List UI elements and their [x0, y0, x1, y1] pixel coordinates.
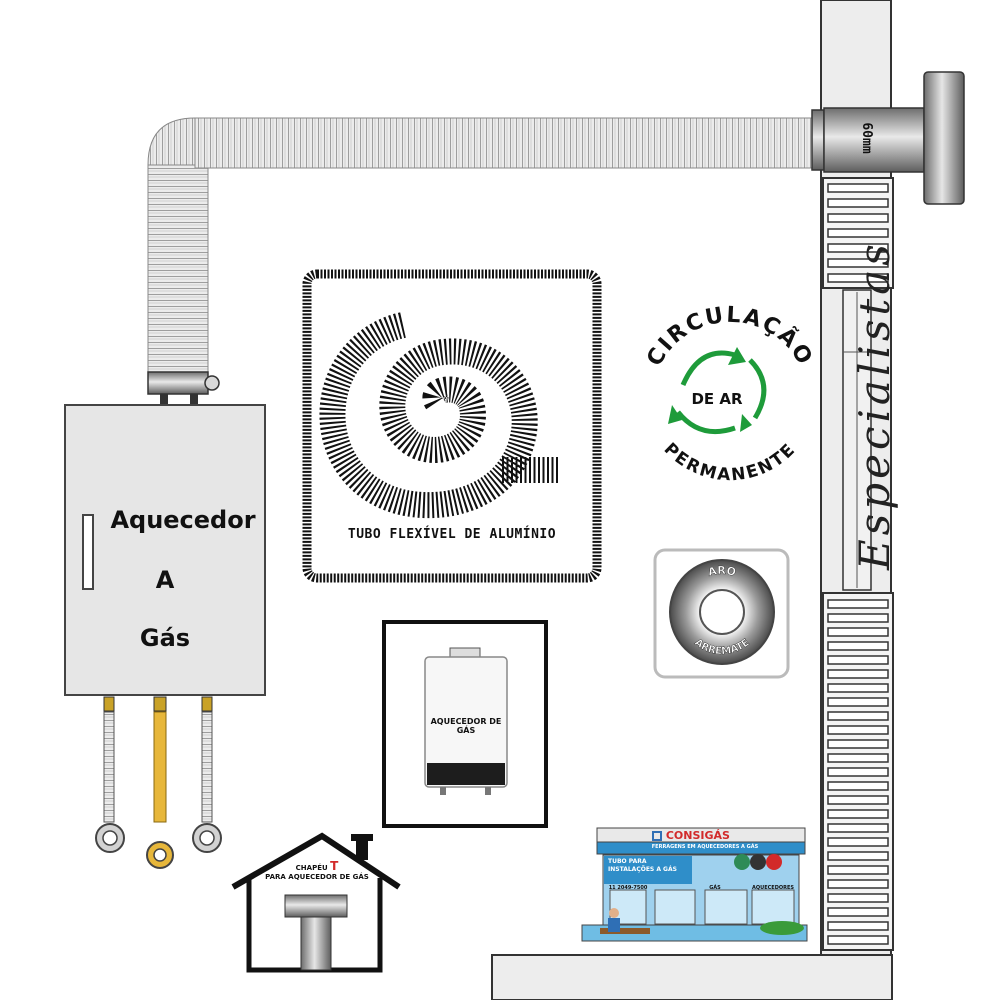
- grille-slat: [827, 655, 889, 665]
- circulation-bottom-text: PERMANENTE: [660, 439, 800, 485]
- grille-slat: [827, 697, 889, 707]
- grille-slat: [827, 258, 889, 268]
- floor-slab: [491, 954, 893, 1000]
- grille-slat: [827, 879, 889, 889]
- vertical-pipe: [842, 289, 872, 591]
- tube-box-caption-wrap: TUBO FLEXÍVEL DE ALUMÍNIO: [312, 527, 592, 547]
- grille-slat: [827, 599, 889, 609]
- store-brand: CONSIGÁS: [665, 829, 730, 842]
- aro-bottom-text: ARREMATE: [692, 637, 751, 657]
- grille-slat: [827, 198, 889, 208]
- tube-box-frame: [302, 269, 602, 583]
- grille-slat: [827, 795, 889, 805]
- store-section-gas: GÁS: [709, 885, 721, 891]
- grille-slat: [827, 273, 889, 283]
- chimney-pipe: [811, 107, 925, 173]
- water-hose-left: [95, 696, 125, 853]
- pipe-size-label: 60mm: [854, 108, 878, 168]
- grille-slat: [827, 228, 889, 238]
- store-phone: 11 2049-7500: [608, 885, 648, 891]
- grille-slat: [827, 935, 889, 945]
- recycle-arrows-icon: [668, 347, 767, 435]
- grille-slat: [827, 767, 889, 777]
- grille-slat: [827, 809, 889, 819]
- heater-label-line2: A: [155, 566, 175, 594]
- grille-slat: [827, 183, 889, 193]
- heater-handle: [82, 514, 94, 590]
- flexible-duct: [147, 117, 816, 376]
- water-hose-right: [192, 696, 222, 853]
- grille-slat: [827, 851, 889, 861]
- ventilation-grille-upper: [822, 177, 894, 289]
- grille-slat: [827, 865, 889, 875]
- gas-hose-center: [146, 696, 174, 869]
- aro-arremate-ring: [653, 548, 790, 679]
- store-banner: TUBO PARA INSTALAÇÕES A GÁS: [604, 858, 696, 874]
- grille-slat: [827, 683, 889, 693]
- aro-top-text: ARO: [707, 564, 737, 579]
- grille-slat: [827, 893, 889, 903]
- grille-slat: [827, 669, 889, 679]
- grille-slat: [827, 823, 889, 833]
- store-tagline: FERRAGENS EM AQUECEDORES A GÁS: [651, 844, 759, 850]
- grille-slat: [827, 243, 889, 253]
- gas-heater-unit: Aquecedor A Gás: [64, 404, 266, 696]
- chapeu-t-icon: [284, 894, 348, 971]
- store-banner-line2: INSTALAÇÕES A GÁS: [608, 866, 677, 873]
- ventilation-grille-lower: [822, 592, 894, 951]
- grille-slat: [827, 837, 889, 847]
- aro-badge-text: ARO ARREMATE: [692, 564, 752, 658]
- grille-slat: [827, 753, 889, 763]
- store-brand-logo: CONSIGÁS: [652, 829, 762, 843]
- grille-slat: [827, 725, 889, 735]
- heater-label-line3: Gás: [139, 624, 191, 652]
- grille-slat: [827, 613, 889, 623]
- chapeu-line2: PARA AQUECEDOR DE GÁS: [265, 873, 369, 881]
- circulation-top-text: CIRCULAÇÃO: [642, 303, 818, 371]
- signature-text: Especialistas: [850, 240, 899, 570]
- circulation-center-text: DE AR: [691, 390, 743, 408]
- heater-label-line1: Aquecedor: [110, 506, 256, 534]
- chapeu-line1: CHAPÉU: [295, 864, 328, 872]
- chapeu-highlight: T: [330, 859, 339, 873]
- grille-slat: [827, 921, 889, 931]
- grille-slat: [827, 781, 889, 791]
- pipe-size-text: 60mm: [859, 122, 874, 154]
- grille-slat: [827, 711, 889, 721]
- grille-slat: [827, 213, 889, 223]
- store-logo-icon: [652, 831, 662, 841]
- grille-slat: [827, 907, 889, 917]
- tube-box-caption: TUBO FLEXÍVEL DE ALUMÍNIO: [347, 527, 557, 542]
- chimney-terminal-cap: [923, 71, 965, 205]
- store-banner-line1: TUBO PARA: [608, 858, 647, 865]
- heater-product-label: AQUECEDOR DE GÁS: [430, 717, 502, 735]
- circulation-badge: CIRCULAÇÃO PERMANENTE DE AR: [642, 303, 818, 486]
- grille-slat: [827, 641, 889, 651]
- chapeu-caption: CHAPÉU T PARA AQUECEDOR DE GÁS: [262, 859, 372, 882]
- coiled-aluminum-tube-icon: [319, 312, 560, 519]
- grille-slat: [827, 739, 889, 749]
- heater-product-icon: [424, 647, 508, 795]
- grille-slat: [827, 627, 889, 637]
- store-section-aquec: AQUECEDORES: [752, 885, 794, 891]
- storefront-illustration: [581, 827, 808, 942]
- duct-clamp: [147, 371, 220, 404]
